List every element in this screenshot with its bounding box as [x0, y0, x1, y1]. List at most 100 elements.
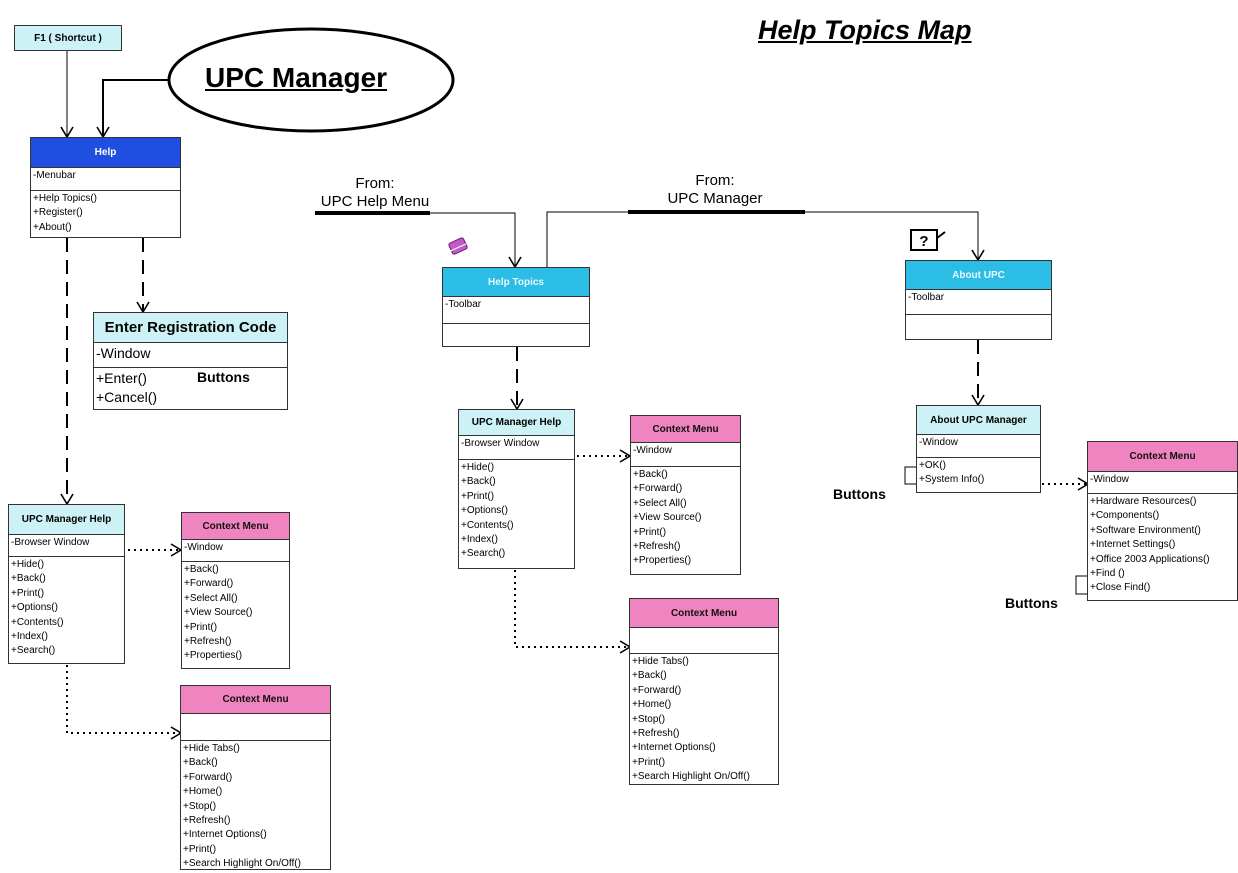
operation[interactable]: +Contents() — [11, 616, 64, 628]
operation[interactable]: +Refresh() — [184, 636, 232, 648]
operation[interactable]: +Print() — [461, 490, 495, 502]
operation[interactable]: +Print() — [633, 526, 667, 538]
operation[interactable]: +Back() — [184, 564, 219, 575]
operation[interactable]: +About() — [33, 221, 72, 233]
operation[interactable]: +Print() — [183, 843, 217, 855]
help-menu-class[interactable]: Help -Menubar +Help Topics() +Register()… — [30, 137, 181, 238]
operation[interactable]: +Properties() — [633, 555, 692, 567]
class-title: Help — [31, 138, 180, 168]
operation[interactable]: +Home() — [632, 699, 672, 711]
from-help-menu-line — [315, 212, 522, 269]
class-attribute: -Window — [94, 343, 287, 368]
operation[interactable]: +Refresh() — [632, 728, 680, 740]
class-operations — [443, 324, 589, 326]
system-info-operation[interactable]: +System Info() — [919, 474, 985, 486]
operation[interactable]: +Print() — [632, 756, 666, 768]
mid-help-window-class[interactable]: UPC Manager Help -Browser Window +Hide()… — [458, 409, 575, 569]
operation[interactable]: +Select All() — [184, 592, 238, 604]
class-operations: +Hide Tabs() +Back() +Forward() +Home() … — [630, 654, 778, 786]
about-upc-class[interactable]: About UPC -Toolbar — [905, 260, 1052, 340]
operation[interactable]: +Back() — [183, 757, 218, 769]
operation[interactable]: +Find () — [1090, 568, 1125, 580]
operation[interactable]: +Stop() — [632, 713, 666, 725]
operation[interactable]: +Index() — [11, 631, 48, 643]
operation[interactable]: +Internet Settings() — [1090, 539, 1176, 551]
f1-shortcut-node[interactable]: F1 ( Shortcut ) — [14, 25, 122, 51]
enter-operation[interactable]: +Enter() — [96, 370, 147, 386]
operation[interactable]: +Search Highlight On/Off() — [632, 771, 750, 783]
operation[interactable]: +Stop() — [183, 800, 217, 812]
operation[interactable]: +View Source() — [633, 512, 702, 524]
class-operations: +Hide() +Back() +Print() +Options() +Con… — [459, 460, 574, 563]
operation[interactable]: +Hide() — [11, 559, 45, 570]
operation[interactable]: +Hide() — [461, 462, 495, 473]
operation[interactable]: +Search() — [11, 645, 56, 657]
class-operations — [906, 315, 1051, 317]
operation[interactable]: +Components() — [1090, 510, 1160, 522]
upc-manager-label: UPC Manager — [205, 62, 388, 93]
operation[interactable]: +Refresh() — [183, 815, 231, 827]
class-operations: +OK() +System Info() — [917, 458, 1040, 489]
operation[interactable]: +Refresh() — [633, 541, 681, 553]
operation[interactable]: +Back() — [632, 670, 667, 682]
from-label-line1: From: — [695, 172, 735, 189]
about-buttons-label: Buttons — [833, 486, 886, 502]
operation[interactable]: +Internet Options() — [632, 742, 716, 754]
operation[interactable]: +View Source() — [184, 607, 253, 619]
operation[interactable]: +Forward() — [183, 771, 233, 783]
right-buttons-label: Buttons — [1005, 595, 1058, 611]
operation[interactable]: +Print() — [11, 587, 45, 599]
operation[interactable]: +Office 2003 Applications() — [1090, 553, 1210, 565]
class-title: Context Menu — [182, 513, 289, 540]
operation[interactable]: +Options() — [11, 602, 58, 614]
operation[interactable]: +Forward() — [184, 578, 234, 590]
operation[interactable]: +Print() — [184, 621, 218, 633]
left-help-window-class[interactable]: UPC Manager Help -Browser Window +Hide()… — [8, 504, 125, 664]
class-attribute: -Menubar — [31, 168, 180, 191]
operation[interactable]: +Back() — [11, 573, 46, 585]
operation[interactable]: +Search() — [461, 548, 506, 560]
operation[interactable]: +Hide Tabs() — [183, 743, 240, 754]
operation[interactable]: +Hardware Resources() — [1090, 496, 1197, 507]
operation[interactable]: +Close Find() — [1090, 582, 1151, 594]
operation[interactable]: +Back() — [633, 469, 668, 480]
operation[interactable]: +Forward() — [633, 483, 683, 495]
operation[interactable]: +Select All() — [633, 497, 687, 509]
about-upc-manager-class[interactable]: About UPC Manager -Window +OK() +System … — [916, 405, 1041, 493]
operation[interactable]: +Properties() — [184, 650, 243, 662]
operation[interactable]: +Search Highlight On/Off() — [183, 858, 301, 870]
mid-context-menu-1[interactable]: Context Menu -Window +Back() +Forward() … — [630, 415, 741, 575]
mid-context-menu-2[interactable]: Context Menu +Hide Tabs() +Back() +Forwa… — [629, 598, 779, 785]
help-topics-class[interactable]: Help Topics -Toolbar — [442, 267, 590, 347]
class-title: About UPC Manager — [917, 406, 1040, 435]
class-title: Context Menu — [630, 599, 778, 628]
operation[interactable]: +Home() — [183, 786, 223, 798]
left-context-menu-2[interactable]: Context Menu +Hide Tabs() +Back() +Forwa… — [180, 685, 331, 870]
operation[interactable]: +Forward() — [632, 684, 682, 696]
class-title: About UPC — [906, 261, 1051, 290]
class-title: Context Menu — [631, 416, 740, 443]
class-operations: +Back() +Forward() +Select All() +View S… — [182, 562, 289, 665]
operation[interactable]: +Internet Options() — [183, 829, 267, 841]
class-title: Enter Registration Code — [94, 313, 287, 343]
operation[interactable]: +Index() — [461, 534, 498, 546]
class-attribute — [630, 628, 778, 654]
cancel-operation[interactable]: +Cancel() — [96, 389, 158, 405]
class-title: UPC Manager Help — [459, 410, 574, 436]
class-operations: +Enter() +Cancel() — [94, 368, 287, 408]
ok-operation[interactable]: +OK() — [919, 460, 946, 471]
ellipse-arrow — [96, 79, 170, 139]
class-operations: +Back() +Forward() +Select All() +View S… — [631, 467, 740, 570]
operation[interactable]: +Options() — [461, 505, 508, 517]
class-attribute: -Browser Window — [459, 436, 574, 460]
right-context-menu[interactable]: Context Menu -Window +Hardware Resources… — [1087, 441, 1238, 601]
operation[interactable]: +Help Topics() — [33, 193, 98, 204]
operation[interactable]: +Software Environment() — [1090, 524, 1201, 536]
class-attribute: -Browser Window — [9, 535, 124, 557]
operation[interactable]: +Register() — [33, 207, 83, 219]
operation[interactable]: +Hide Tabs() — [632, 656, 689, 667]
left-context-menu-1[interactable]: Context Menu -Window +Back() +Forward() … — [181, 512, 290, 669]
operation[interactable]: +Back() — [461, 476, 496, 488]
operation[interactable]: +Contents() — [461, 519, 514, 531]
registration-class[interactable]: Enter Registration Code -Window +Enter()… — [93, 312, 288, 410]
